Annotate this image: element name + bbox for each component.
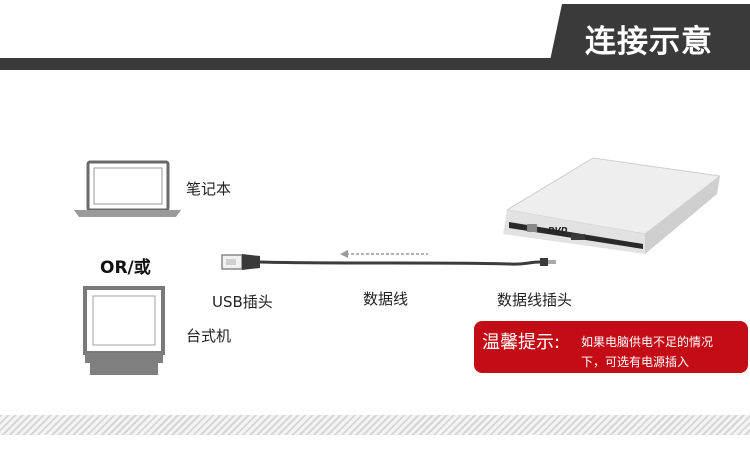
desktop-monitor-icon: [83, 286, 165, 375]
notice-line-2: 下，可选有电源插入: [581, 355, 690, 369]
usb-plug-label: USB插头: [212, 293, 273, 311]
notice-title: 温馨提示:: [482, 332, 561, 353]
plug-label: 数据线插头: [497, 291, 573, 309]
laptop-icon: [74, 160, 181, 217]
desktop-label: 台式机: [186, 327, 232, 345]
dvd-logo: DVD: [548, 226, 568, 235]
notice-line-1: 如果电脑供电不足的情况: [581, 335, 714, 349]
footer-divider: [0, 415, 750, 435]
notice-box: 温馨提示: 如果电脑供电不足的情况 下，可选有电源插入: [474, 321, 748, 373]
usb-cable: [221, 254, 556, 270]
dvd-drive-image: [503, 157, 720, 254]
direction-arrow: [340, 250, 428, 258]
page-title: 连接示意: [585, 24, 713, 60]
laptop-label: 笔记本: [186, 180, 232, 198]
cable-label: 数据线: [363, 290, 409, 308]
or-label: OR/或: [100, 258, 151, 278]
header-tab: [548, 4, 750, 70]
